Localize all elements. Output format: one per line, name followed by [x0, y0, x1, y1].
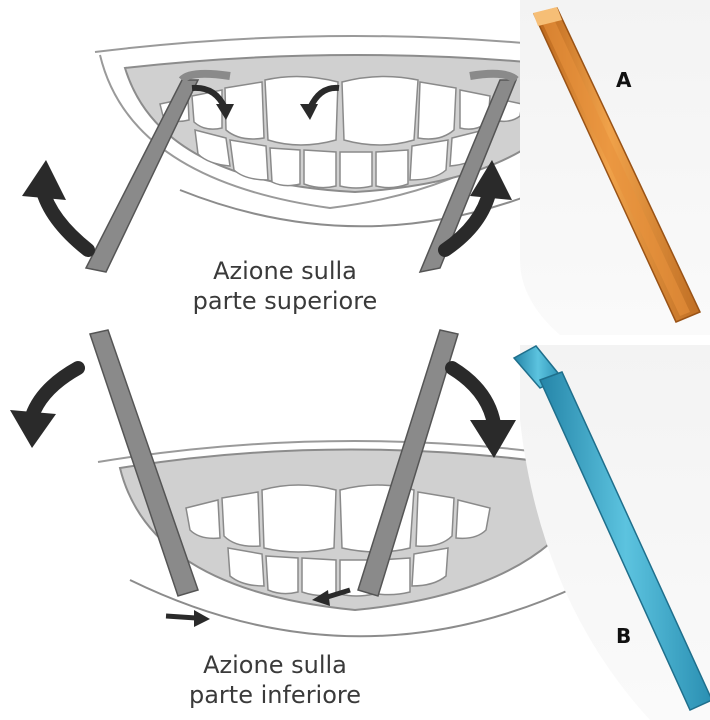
- lower-inner-arrows: [166, 590, 350, 627]
- caption-lower-line1: Azione sulla: [125, 650, 425, 680]
- label-b: B: [616, 624, 631, 648]
- product-b-panel: [514, 345, 710, 720]
- caption-lower: Azione sulla parte inferiore: [125, 650, 425, 710]
- product-a-panel: [520, 0, 710, 335]
- caption-upper: Azione sulla parte superiore: [135, 256, 435, 316]
- caption-upper-line2: parte superiore: [135, 286, 435, 316]
- label-a: A: [616, 68, 631, 92]
- caption-upper-line1: Azione sulla: [135, 256, 435, 286]
- caption-lower-line2: parte inferiore: [125, 680, 425, 710]
